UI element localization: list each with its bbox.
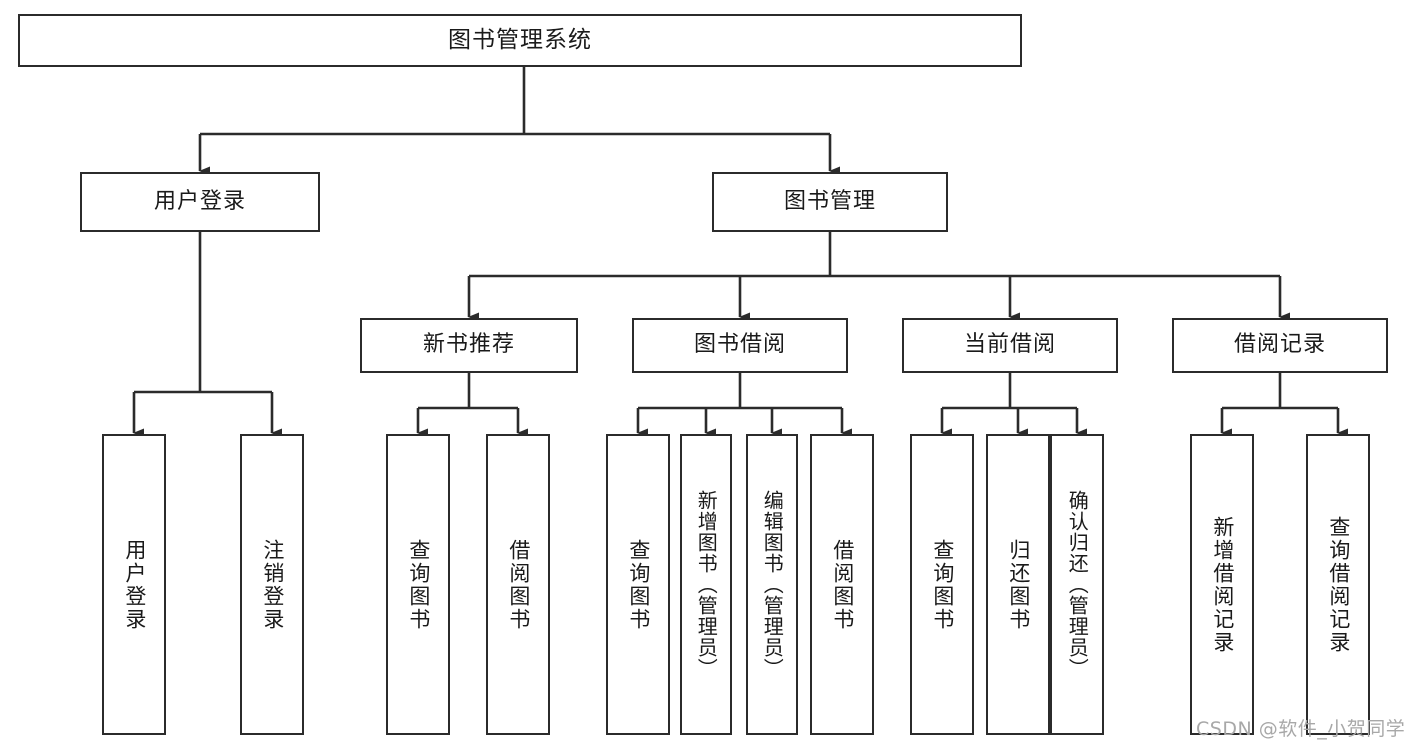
- node-borrow-record[interactable]: 借阅记录: [1172, 318, 1388, 373]
- leaf-borrow-query-book[interactable]: 查询图书: [606, 434, 670, 735]
- leaf-current-query-book[interactable]: 查询图书: [910, 434, 974, 735]
- node-book-borrow[interactable]: 图书借阅: [632, 318, 848, 373]
- leaf-new-query-book[interactable]: 查询图书: [386, 434, 450, 735]
- leaf-new-borrow-book[interactable]: 借阅图书: [486, 434, 550, 735]
- node-book-management-module[interactable]: 图书管理: [712, 172, 948, 232]
- leaf-user-login[interactable]: 用户登录: [102, 434, 166, 735]
- leaf-record-add[interactable]: 新增借阅记录: [1190, 434, 1254, 735]
- node-new-book-recommend[interactable]: 新书推荐: [360, 318, 578, 373]
- leaf-borrow-add-book-admin[interactable]: 新增图书（管理员）: [680, 434, 732, 735]
- leaf-current-confirm-return-admin[interactable]: 确认归还（管理员）: [1050, 434, 1104, 735]
- csdn-watermark: CSDN @软件_小贺同学: [1196, 718, 1405, 740]
- leaf-current-return-book[interactable]: 归还图书: [986, 434, 1050, 735]
- leaf-borrow-lend-book[interactable]: 借阅图书: [810, 434, 874, 735]
- leaf-user-logout[interactable]: 注销登录: [240, 434, 304, 735]
- node-root-system[interactable]: 图书管理系统: [18, 14, 1022, 67]
- leaf-borrow-edit-book-admin[interactable]: 编辑图书（管理员）: [746, 434, 798, 735]
- node-user-login-module[interactable]: 用户登录: [80, 172, 320, 232]
- leaf-record-query[interactable]: 查询借阅记录: [1306, 434, 1370, 735]
- node-current-borrow[interactable]: 当前借阅: [902, 318, 1118, 373]
